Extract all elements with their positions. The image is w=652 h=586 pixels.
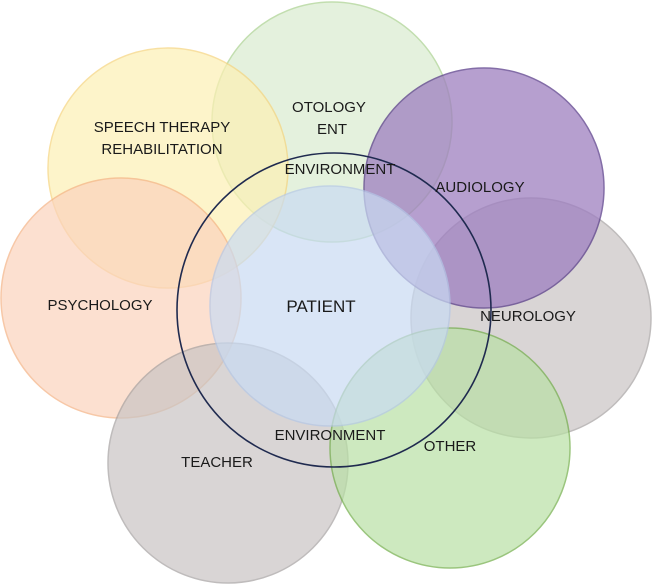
patient-label: PATIENT	[286, 297, 355, 316]
other-label: OTHER	[424, 438, 477, 455]
audiology-label: AUDIOLOGY	[435, 179, 524, 196]
rehabilitation-label: REHABILITATION	[101, 141, 222, 158]
speech-therapy-label: SPEECH THERAPY	[94, 119, 230, 136]
teacher-label: TEACHER	[181, 454, 253, 471]
environment-top-label: ENVIRONMENT	[285, 161, 396, 178]
environment-ring	[176, 152, 492, 468]
neurology-label: NEUROLOGY	[480, 308, 576, 325]
psychology-label: PSYCHOLOGY	[47, 297, 152, 314]
patient-circle	[209, 185, 451, 427]
otology-label: OTOLOGY	[292, 99, 366, 116]
ent-label: ENT	[317, 121, 347, 138]
environment-bottom-label: ENVIRONMENT	[275, 427, 386, 444]
